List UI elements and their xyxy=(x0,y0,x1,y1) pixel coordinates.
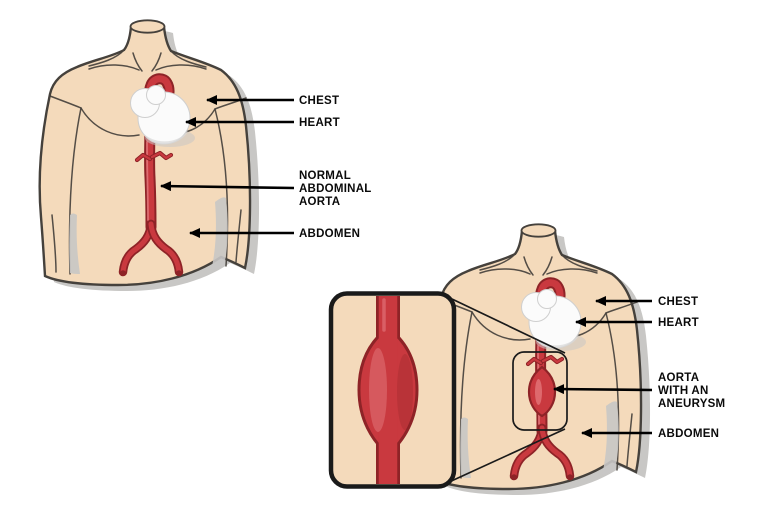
inset-bulge-shade xyxy=(397,354,413,430)
normal-aorta-arrow xyxy=(160,181,295,192)
normal-aorta-label-line2: ABDOMINAL xyxy=(299,183,372,195)
chest-label-2: CHEST xyxy=(658,296,698,308)
heart-label: HEART xyxy=(299,117,340,129)
aneurysm-label-line3: ANEURYSM xyxy=(658,398,725,410)
figure-aneurysm-torso xyxy=(431,224,650,495)
normal-aorta-label-line1: NORMAL xyxy=(299,170,351,182)
inset-vessel xyxy=(357,296,419,484)
abdomen-label: ABDOMEN xyxy=(299,228,360,240)
aneurysm-bulge-highlight xyxy=(535,379,542,405)
inset-connector-line-top xyxy=(451,298,566,354)
inset-connector-line-bottom xyxy=(446,428,566,484)
abdomen-label-2: ABDOMEN xyxy=(658,428,719,440)
figure-normal-torso xyxy=(40,20,259,291)
normal-aorta-label-line3: AORTA xyxy=(299,196,340,208)
chest-label: CHEST xyxy=(299,95,339,107)
heart-label-2: HEART xyxy=(658,317,699,329)
aneurysm-arrow xyxy=(553,384,653,395)
figure-normal-annotations: CHEST HEART NORMAL ABDOMINAL AORTA ABDOM… xyxy=(160,95,372,240)
aneurysm-label-line2: WITH AN xyxy=(658,385,709,397)
aneurysm-label-line1: AORTA xyxy=(658,372,699,384)
inset-bulge-highlight xyxy=(369,348,387,432)
aneurysm-callout-rect xyxy=(512,351,568,431)
aneurysm-bulge xyxy=(527,365,557,418)
figure-aneurysm-annotations: CHEST HEART AORTA WITH AN ANEURYSM ABDOM… xyxy=(553,296,725,440)
magnifier-inset xyxy=(328,291,566,489)
